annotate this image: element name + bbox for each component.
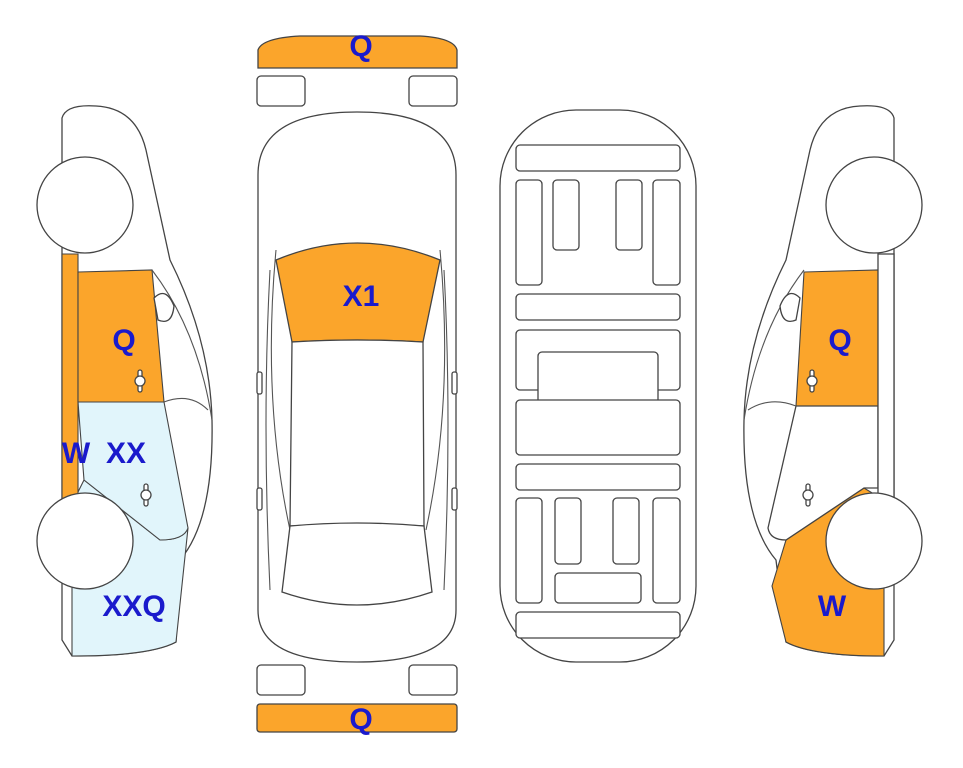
right-front-lock [807,376,817,386]
underside-panel-15 [516,612,680,638]
right-rear-wheel [826,493,922,589]
underside-panel-14 [555,573,641,603]
left-rocker-label: W [62,437,91,470]
underside-panel-9 [516,464,680,490]
right-rocker [878,254,894,500]
underside-panel-12 [613,498,639,564]
underside-panel-6 [516,294,680,320]
front-right-light [409,76,457,106]
right-front-door-label: Q [828,324,851,357]
underside-panel-3 [553,180,579,250]
underside-panel-2 [516,180,542,285]
roof [290,340,424,526]
top-right-mirror [452,372,457,394]
front-bumper-label: Q [349,30,372,63]
top-view: X1 [257,112,457,662]
windshield-label: X1 [343,280,380,313]
underside-panel-8 [516,400,680,455]
right-rear-quarter-label: W [818,590,847,623]
left-front-door-label: Q [112,324,135,357]
top-left-handle [257,488,262,510]
right-front-wheel [826,157,922,253]
rear-window [282,523,432,605]
underside-panel-13 [653,498,680,603]
left-rear-quarter-label: XXQ [102,590,165,623]
front-left-light [257,76,305,106]
right-side-view: Q W [744,106,922,656]
top-left-mirror [257,372,262,394]
left-rear-wheel [37,493,133,589]
left-rear-lock [141,490,151,500]
underside-panel-5 [653,180,680,285]
underside-panel-4 [616,180,642,250]
top-right-handle [452,488,457,510]
left-front-wheel [37,157,133,253]
underside-panel-11 [555,498,581,564]
left-front-lock [135,376,145,386]
rear-left-light [257,665,305,695]
left-side-view: Q W XX XXQ [37,106,212,656]
underside-view [500,110,696,662]
front-view: Q [257,30,457,106]
rear-right-light [409,665,457,695]
rear-bumper-label: Q [349,703,372,736]
left-rear-door-label: XX [106,437,146,470]
right-rear-lock [803,490,813,500]
underside-panel-1 [516,145,680,171]
rear-view: Q [257,665,457,736]
underside-panel-10 [516,498,542,603]
